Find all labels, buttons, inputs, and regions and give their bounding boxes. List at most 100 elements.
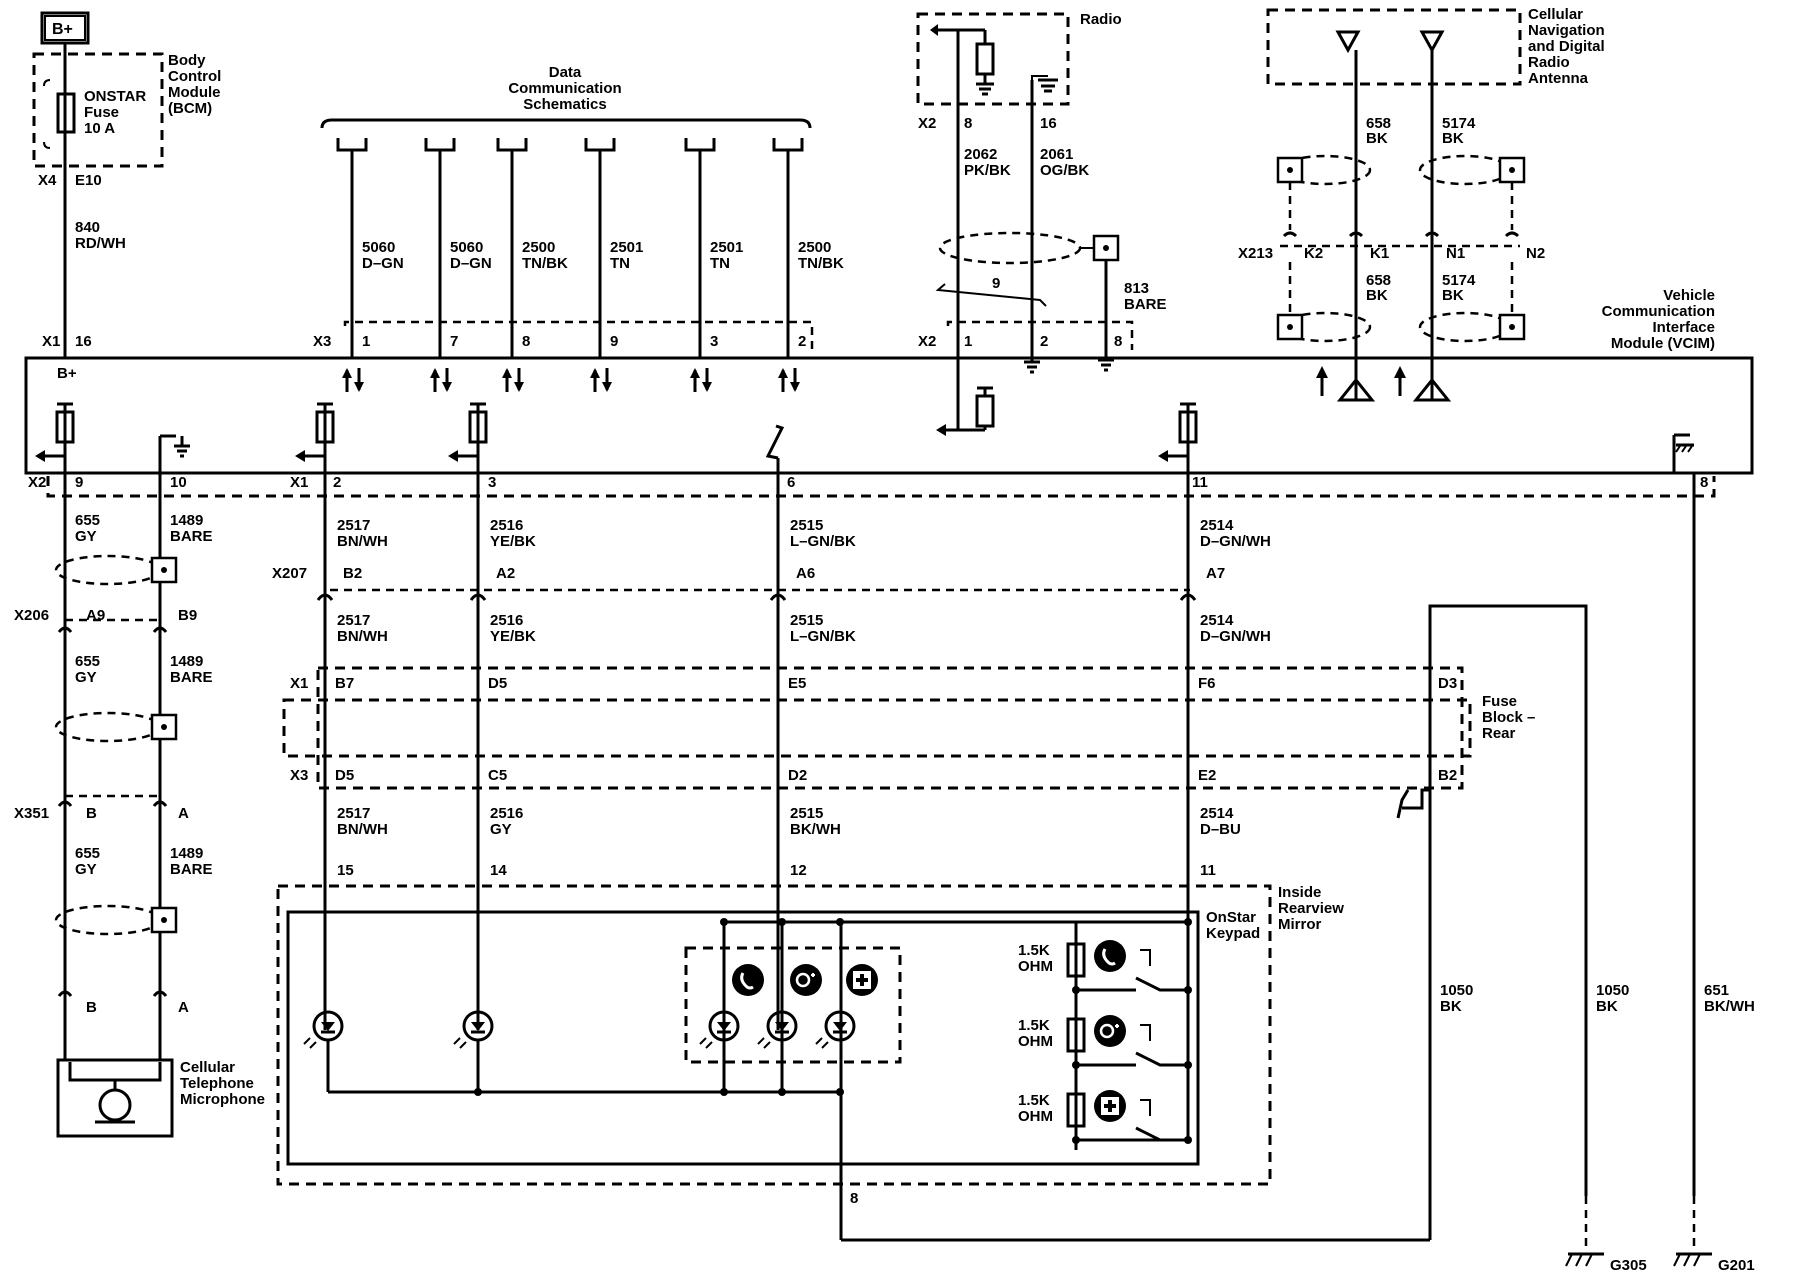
inside-rearview-mirror: Inside Rearview Mirror OnStar Keypad 8 1… — [276, 884, 1430, 1242]
upper-wire-3-circuit: 2514 — [1200, 517, 1234, 534]
data-communication-bus: Data Communication Schematics 5060D–GN15… — [313, 64, 844, 392]
x351-pin-b: B — [86, 805, 97, 822]
vcim-x2-radio-connector: X2 — [918, 333, 936, 350]
mic-seg3-right-color: BARE — [170, 861, 213, 878]
antenna-name-line2: Navigation — [1528, 22, 1605, 39]
mic-name-line1: Cellular — [180, 1059, 235, 1076]
x351-label: X351 — [14, 805, 49, 822]
x207-pin-1: A2 — [496, 565, 515, 582]
fuse-block-name-line3: Rear — [1482, 725, 1516, 742]
bcm-connector: X4 — [38, 172, 57, 189]
mic-pin-b: B — [86, 999, 97, 1016]
wire-1050b-color: BK — [1596, 998, 1618, 1015]
fuse-x1-pin-2: E5 — [788, 675, 806, 692]
wire-658-circuit-top: 658 — [1366, 115, 1391, 132]
vcim-module: Vehicle Communication Interface Module (… — [24, 287, 1754, 475]
data-wire-4-circuit: 2501 — [710, 239, 743, 256]
data-wire-0-circuit: 5060 — [362, 239, 395, 256]
wire-5174-color-bottom: BK — [1442, 287, 1464, 304]
antenna-pin-k1: K1 — [1370, 245, 1389, 262]
vcim-x2-pin-8: 8 — [1114, 333, 1122, 350]
mirror-name-line3: Mirror — [1278, 916, 1322, 933]
upper-wire-0-circuit: 2517 — [337, 517, 370, 534]
vcim-x2-pin-1: 1 — [964, 333, 972, 350]
fuse-x3-pin-3: E2 — [1198, 767, 1216, 784]
lower-wire-3-color: D–BU — [1200, 821, 1241, 838]
middle-wire-0-color: BN/WH — [337, 628, 388, 645]
fuse-label-line1: ONSTAR — [84, 88, 146, 105]
bcm-name-line2: Control — [168, 68, 221, 85]
x207-pin-0: B2 — [343, 565, 362, 582]
bcm-pin: E10 — [75, 172, 102, 189]
lower-wire-0-circuit: 2517 — [337, 805, 370, 822]
data-wire-3-color: TN — [610, 255, 630, 272]
mirror-pin-2: 12 — [790, 862, 807, 879]
data-wire-4-pin: 3 — [710, 333, 718, 350]
radio-twist-count: 9 — [992, 275, 1000, 292]
fuse-label-line2: Fuse — [84, 104, 119, 121]
vcim-name-line2: Communication — [1602, 303, 1715, 320]
fuse-x1-label: X1 — [290, 675, 308, 692]
lower-wire-0-color: BN/WH — [337, 821, 388, 838]
microphone-harness: 655 GY 1489 BARE X206 A9 B9 655 GY 1489 … — [14, 473, 213, 1060]
bcm-name-line1: Body — [168, 52, 206, 69]
radio: Radio X2 8 16 2062 PK/BK 2061 OG/BK 9 81… — [916, 11, 1167, 430]
fuse-x3-pin-1: C5 — [488, 767, 507, 784]
data-comm-connector: X3 — [313, 333, 331, 350]
x206-label: X206 — [14, 607, 49, 624]
resistor-1-value: 1.5K — [1018, 1017, 1050, 1034]
lower-wire-2-circuit: 2515 — [790, 805, 823, 822]
mirror-pin-0: 15 — [337, 862, 354, 879]
middle-wire-2-color: L–GN/BK — [790, 628, 856, 645]
fuse-label-line3: 10 A — [84, 120, 115, 137]
cellular-telephone-microphone: Cellular Telephone Microphone — [56, 1058, 265, 1138]
mic-seg3-right-circuit: 1489 — [170, 845, 203, 862]
vcim-x1-pin-3: 3 — [488, 474, 496, 491]
fuse-x1-pin-1: D5 — [488, 675, 507, 692]
call-button-icon — [732, 964, 764, 996]
fuse-x1-pin-0: B7 — [335, 675, 354, 692]
keypad-switch-phone-icon — [1094, 940, 1126, 972]
mic-seg3-left-color: GY — [75, 861, 97, 878]
vcim-x1-connector: X1 — [42, 333, 60, 350]
x206-pin-a9: A9 — [86, 607, 105, 624]
wire-658-color-bottom: BK — [1366, 287, 1388, 304]
antenna-name-line1: Cellular — [1528, 6, 1583, 23]
resistor-2-unit: OHM — [1018, 1108, 1053, 1125]
fuse-block-name-line1: Fuse — [1482, 693, 1517, 710]
keypad-switch-onstar-icon — [1094, 1015, 1126, 1047]
x206-pin-b9: B9 — [178, 607, 197, 624]
vcim-bplus-label: B+ — [57, 365, 77, 382]
wire-1050a-color: BK — [1440, 998, 1462, 1015]
middle-wire-2-circuit: 2515 — [790, 612, 823, 629]
vcim-x1-bottom: X1 — [290, 474, 308, 491]
antenna-connector: X213 — [1238, 245, 1273, 262]
radio-pin-16: 16 — [1040, 115, 1057, 132]
mic-pin-a: A — [178, 999, 189, 1016]
wire-813-color: BARE — [1124, 296, 1167, 313]
mic-seg2-left-circuit: 655 — [75, 653, 100, 670]
signal-wires: X207 2517BN/WHB22517BN/WHB7D52517BN/WH15… — [272, 473, 1457, 1030]
mirror-name-line2: Rearview — [1278, 900, 1344, 917]
bplus-label: B+ — [52, 21, 73, 38]
data-wire-2-color: TN/BK — [522, 255, 568, 272]
middle-wire-1-circuit: 2516 — [490, 612, 523, 629]
mic-name-line3: Microphone — [180, 1091, 265, 1108]
wire-2062-circuit: 2062 — [964, 146, 997, 163]
bcm-name-line4: (BCM) — [168, 100, 212, 117]
upper-wire-2-color: L–GN/BK — [790, 533, 856, 550]
data-wire-0-color: D–GN — [362, 255, 404, 272]
upper-wire-3-color: D–GN/WH — [1200, 533, 1271, 550]
vcim-name-line4: Module (VCIM) — [1611, 335, 1715, 352]
data-wire-2-pin: 8 — [522, 333, 530, 350]
x207-pin-3: A7 — [1206, 565, 1225, 582]
onstar-button-icon — [790, 964, 822, 996]
upper-wire-0-color: BN/WH — [337, 533, 388, 550]
ground-g201: G201 — [1718, 1257, 1755, 1274]
wire-1050a-circuit: 1050 — [1440, 982, 1473, 999]
vcim-x1-pin: 16 — [75, 333, 92, 350]
middle-wire-1-color: YE/BK — [490, 628, 536, 645]
mirror-pin-1: 14 — [490, 862, 507, 879]
data-wire-4-color: TN — [710, 255, 730, 272]
